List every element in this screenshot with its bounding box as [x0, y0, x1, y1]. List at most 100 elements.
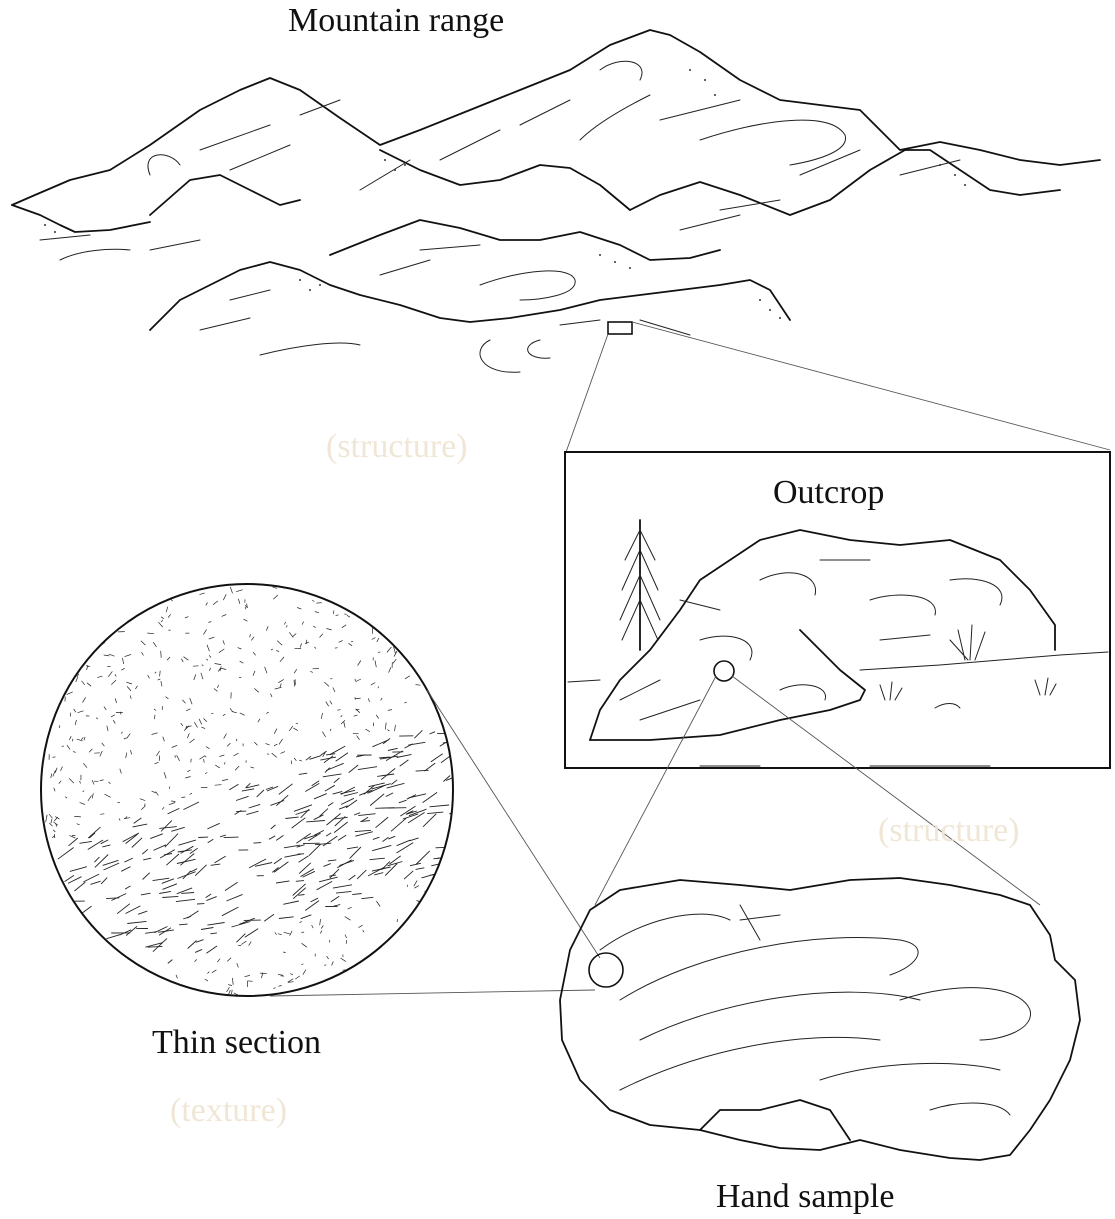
mineral-grain-stroke	[393, 659, 396, 663]
mineral-grain-stroke	[171, 599, 173, 601]
mineral-grain-stroke	[266, 626, 268, 630]
mineral-grain-stroke	[217, 685, 218, 688]
mineral-grain-stroke	[278, 975, 283, 976]
mineral-grain-stroke	[59, 781, 61, 784]
mineral-grain-stroke	[160, 850, 175, 858]
mineral-grain-stroke	[202, 665, 204, 666]
mineral-grain-stroke	[242, 789, 254, 791]
mineral-grain-stroke	[236, 811, 246, 812]
mineral-grain-stroke	[83, 791, 85, 792]
mineral-grain-stroke	[312, 781, 320, 786]
mineral-grain-stroke	[387, 730, 389, 731]
mineral-grain-stroke	[253, 671, 255, 676]
mineral-grain-stroke	[123, 833, 139, 842]
mineral-grain-stroke	[271, 825, 276, 829]
mineral-grain-stroke	[135, 686, 137, 689]
mineral-grain-stroke	[289, 632, 293, 637]
mineral-grain-stroke	[254, 843, 262, 844]
mineral-grain-stroke	[104, 655, 110, 656]
mineral-grain-stroke	[215, 785, 222, 786]
mineral-grain-stroke	[190, 698, 192, 704]
mineral-grain-stroke	[366, 729, 370, 732]
mineral-grain-stroke	[201, 673, 203, 679]
mineral-grain-stroke	[294, 758, 296, 761]
mineral-grain-stroke	[167, 657, 170, 660]
mineral-grain-stroke	[159, 622, 163, 627]
mineral-grain-stroke	[100, 780, 104, 781]
mineral-grain-stroke	[331, 896, 339, 902]
mineral-grain-stroke	[273, 595, 278, 599]
mineral-grain-stroke	[205, 979, 208, 981]
mineral-grain-stroke	[80, 841, 92, 843]
mineral-grain-stroke	[222, 779, 228, 780]
mineral-grain-stroke	[264, 914, 274, 921]
mineral-grain-stroke	[297, 608, 301, 610]
mineral-grain-stroke	[378, 652, 380, 653]
mineral-grain-stroke	[300, 922, 302, 923]
mineral-grain-stroke	[217, 959, 220, 962]
mineral-grain-stroke	[101, 878, 107, 884]
mineral-grain-stroke	[324, 864, 331, 867]
mineral-grain-stroke	[321, 926, 323, 929]
mineral-grain-stroke	[416, 868, 425, 870]
mineral-grain-stroke	[289, 726, 293, 731]
mineral-grain-stroke	[332, 961, 334, 965]
mineral-grain-stroke	[356, 679, 361, 682]
mineral-grain-stroke	[372, 867, 391, 871]
mineral-grain-stroke	[74, 709, 76, 712]
mineral-grain-stroke	[207, 972, 209, 974]
mineral-grain-stroke	[320, 919, 321, 925]
mineral-grain-stroke	[280, 684, 281, 688]
mineral-grain-stroke	[209, 655, 211, 657]
mineral-grain-stroke	[88, 795, 92, 801]
hand-sample-label: Hand sample	[716, 1178, 894, 1216]
mineral-grain-stroke	[236, 796, 249, 800]
mineral-grain-stroke	[303, 970, 306, 975]
mineral-grain-stroke	[124, 818, 130, 819]
mineral-grain-stroke	[323, 774, 342, 777]
mineral-grain-stroke	[227, 958, 231, 962]
mineral-grain-stroke	[320, 931, 322, 934]
mineral-grain-stroke	[400, 760, 409, 766]
mineral-grain-stroke	[196, 940, 204, 943]
mineral-grain-stroke	[326, 833, 331, 836]
mineral-grain-stroke	[115, 698, 116, 703]
mineral-grain-stroke	[82, 906, 91, 913]
mineral-grain-stroke	[309, 844, 321, 856]
mineral-grain-stroke	[87, 683, 91, 686]
mineral-grain-stroke	[266, 743, 270, 745]
mineral-grain-stroke	[208, 622, 211, 623]
mineral-grain-stroke	[222, 907, 238, 916]
mineral-grain-stroke	[69, 778, 74, 783]
mineral-grain-stroke	[326, 763, 344, 770]
mineral-grain-stroke	[163, 884, 177, 890]
mineral-grain-stroke	[180, 854, 194, 866]
mineral-grain-stroke	[147, 633, 154, 634]
mineral-grain-stroke	[169, 787, 170, 789]
mineral-grain-stroke	[81, 738, 83, 740]
mineral-grain-stroke	[344, 722, 345, 728]
mineral-grain-stroke	[201, 928, 213, 930]
mineral-grain-stroke	[284, 622, 285, 625]
mineral-grain-stroke	[185, 777, 190, 779]
mineral-grain-stroke	[296, 833, 310, 843]
mineral-grain-stroke	[113, 720, 115, 723]
mineral-grain-stroke	[342, 625, 346, 628]
mineral-grain-stroke	[313, 626, 315, 628]
mineral-grain-stroke	[239, 599, 240, 604]
mineral-grain-stroke	[190, 793, 193, 794]
mineral-grain-stroke	[372, 638, 376, 640]
mineral-grain-stroke	[171, 827, 184, 831]
mineral-grain-stroke	[83, 763, 87, 768]
mineral-grain-stroke	[397, 843, 414, 853]
mineral-grain-stroke	[152, 791, 156, 793]
mineral-grain-stroke	[327, 814, 341, 826]
mineral-grain-stroke	[359, 925, 363, 927]
mineral-grain-stroke	[109, 654, 115, 656]
mineral-grain-stroke	[320, 634, 324, 638]
mineral-grain-stroke	[334, 822, 348, 833]
mineral-grain-stroke	[181, 723, 183, 726]
mineral-grain-stroke	[336, 891, 351, 893]
mineral-grain-stroke	[207, 645, 209, 651]
mineral-grain-stroke	[65, 797, 67, 799]
